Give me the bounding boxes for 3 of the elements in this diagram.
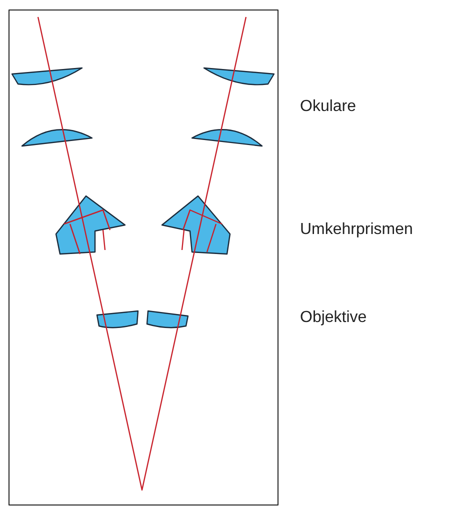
part-label: Objektive xyxy=(300,308,367,328)
part-label: Okulare xyxy=(300,97,356,117)
part-label: Umkehrprismen xyxy=(300,220,413,240)
